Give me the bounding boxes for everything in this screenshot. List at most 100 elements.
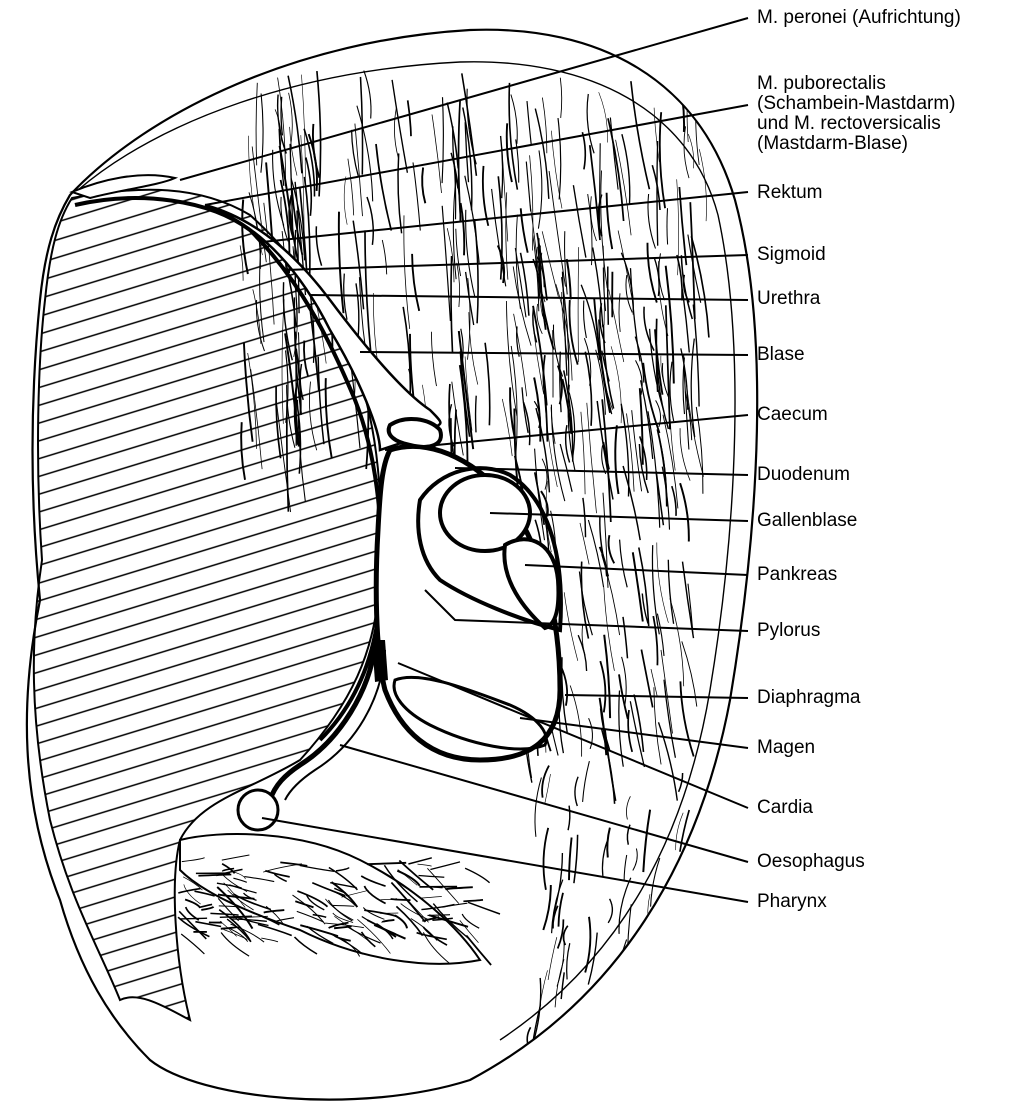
shading-stroke <box>602 729 615 804</box>
shading-stroke <box>451 256 452 352</box>
shading-stroke <box>647 243 656 303</box>
label-gallenblase: Gallenblase <box>757 511 857 531</box>
shading-stroke <box>244 877 274 882</box>
shading-stroke <box>516 139 519 182</box>
shading-stroke <box>615 425 618 494</box>
shading-stroke <box>567 943 570 979</box>
shading-stroke <box>492 189 506 287</box>
shading-stroke <box>666 305 670 429</box>
shading-stroke <box>657 614 664 656</box>
shading-stroke <box>660 112 665 208</box>
shading-stroke <box>664 1032 671 1091</box>
shading-stroke <box>644 307 654 351</box>
shading-stroke <box>295 901 313 907</box>
shading-stroke <box>461 203 465 255</box>
shading-stroke <box>661 650 673 734</box>
shading-stroke <box>398 153 402 233</box>
shading-stroke <box>607 828 610 858</box>
shading-stroke <box>256 83 257 166</box>
shading-stroke <box>365 230 371 350</box>
shading-stroke <box>364 71 371 119</box>
label-puborectalis-line3: und M. rectoversicalis <box>757 114 1015 134</box>
shading-stroke <box>580 523 589 565</box>
shading-stroke <box>636 360 643 395</box>
shading-stroke <box>588 194 592 265</box>
shading-stroke <box>699 930 708 987</box>
shading-stroke <box>511 95 517 144</box>
shading-stroke <box>672 486 676 516</box>
shading-stroke <box>332 905 354 906</box>
leader-puborectalis <box>205 105 748 205</box>
label-caecum: Caecum <box>757 405 828 425</box>
shading-stroke <box>421 897 442 899</box>
shading-stroke <box>654 938 661 981</box>
pharynx-shape <box>238 790 278 830</box>
shading-stroke <box>573 185 586 257</box>
shading-stroke <box>618 231 633 303</box>
label-cardia: Cardia <box>757 798 813 818</box>
label-urethra: Urethra <box>757 289 820 309</box>
shading-stroke <box>506 301 517 416</box>
shading-stroke <box>534 378 540 442</box>
shading-stroke <box>699 863 709 917</box>
shading-stroke <box>527 101 531 145</box>
shading-stroke <box>575 777 578 806</box>
shading-stroke <box>568 806 570 831</box>
label-magen: Magen <box>757 738 815 758</box>
shading-stroke <box>538 150 541 228</box>
shading-stroke <box>559 893 564 927</box>
shading-stroke <box>668 560 673 624</box>
shading-stroke <box>657 141 658 246</box>
shading-stroke <box>608 267 609 325</box>
shading-stroke <box>412 254 419 311</box>
shading-stroke <box>181 934 204 954</box>
leader-peronei <box>180 18 748 180</box>
shading-stroke <box>639 548 649 627</box>
shading-stroke <box>605 730 616 801</box>
label-sigmoid: Sigmoid <box>757 245 826 265</box>
shading-stroke <box>650 942 657 996</box>
shading-stroke <box>261 94 263 173</box>
shading-stroke <box>182 858 205 862</box>
shading-stroke <box>222 855 250 860</box>
shading-stroke <box>295 937 318 954</box>
shading-stroke <box>627 904 631 966</box>
shading-stroke <box>584 992 588 1048</box>
label-puborectalis-line4: (Mastdarm-Blase) <box>757 134 1015 154</box>
shading-stroke <box>408 100 411 136</box>
label-peronei: M. peronei (Aufrichtung) <box>757 8 961 28</box>
shading-stroke <box>382 240 386 274</box>
shading-stroke <box>628 710 632 752</box>
label-duodenum: Duodenum <box>757 465 850 485</box>
shading-stroke <box>408 858 431 864</box>
lobule-shading <box>180 834 480 964</box>
shading-stroke <box>679 773 683 792</box>
shading-stroke <box>566 1038 570 1088</box>
shading-stroke <box>364 886 385 904</box>
shading-stroke <box>297 911 324 922</box>
shading-stroke <box>631 81 650 189</box>
shading-stroke <box>687 100 688 142</box>
shading-stroke <box>432 115 442 194</box>
shading-stroke <box>548 937 557 980</box>
shading-stroke <box>607 193 613 249</box>
shading-stroke <box>422 168 425 204</box>
shading-stroke <box>657 543 669 623</box>
label-oesophagus: Oesophagus <box>757 852 865 872</box>
shading-stroke <box>542 766 549 798</box>
shading-stroke <box>667 208 668 244</box>
shading-stroke <box>609 535 615 563</box>
shading-stroke <box>221 933 249 957</box>
shading-stroke <box>545 774 551 805</box>
shading-stroke <box>626 796 630 819</box>
shading-stroke <box>233 878 246 882</box>
shading-stroke <box>585 917 590 973</box>
shading-stroke <box>180 918 207 919</box>
shading-stroke <box>604 588 615 671</box>
shading-stroke <box>535 778 541 837</box>
label-pankreas: Pankreas <box>757 565 837 585</box>
shading-stroke <box>686 378 704 477</box>
shading-stroke <box>561 972 564 999</box>
shading-stroke <box>684 275 690 303</box>
shading-stroke <box>339 212 344 314</box>
